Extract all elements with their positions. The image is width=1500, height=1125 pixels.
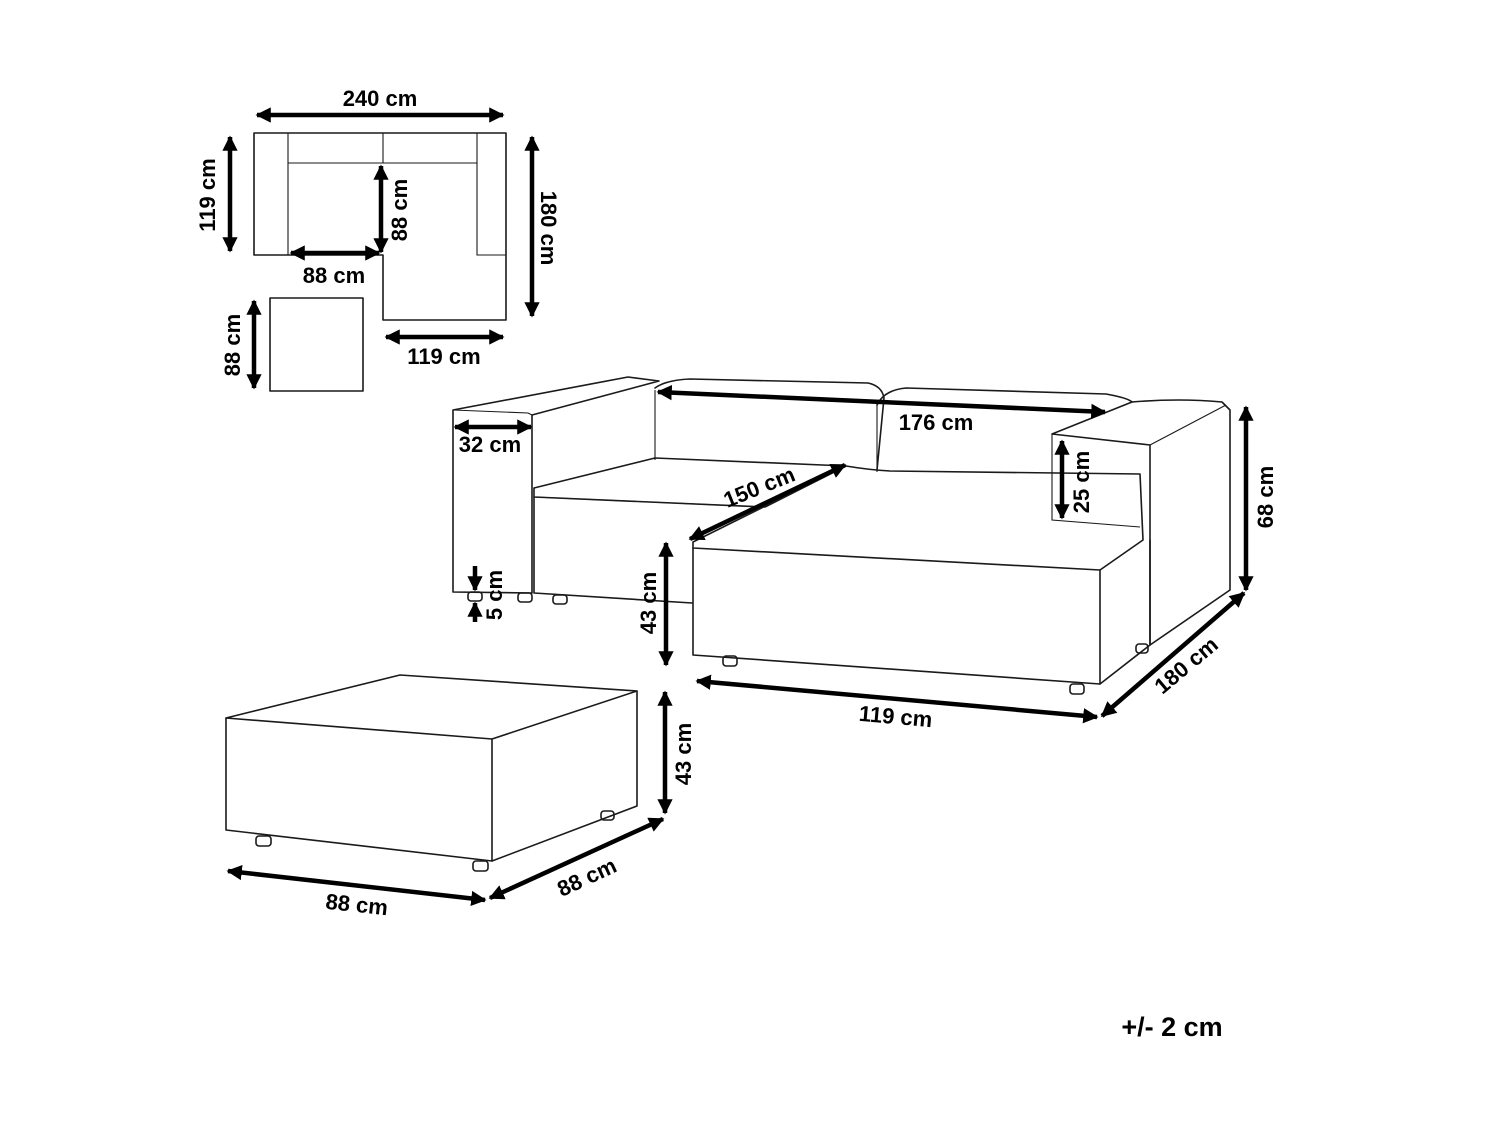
plan-view: 240 cm 119 cm 180 cm 88 cm 88 cm 119 cm …: [195, 86, 561, 392]
label-chaise-width: 119 cm: [858, 701, 933, 732]
sofa-leg: [467, 591, 483, 602]
sofa-seat-front-left: [533, 496, 693, 604]
sofa-chaise-top: [692, 465, 1144, 571]
plan-right-arm: [476, 163, 506, 256]
sofa-left-arm-top-seam: [452, 409, 533, 416]
label-plan-depth-left: 119 cm: [195, 158, 220, 231]
label-plan-seat-depth: 88 cm: [387, 179, 412, 241]
plan-ottoman-outline: [269, 297, 364, 392]
sofa-leg: [552, 594, 568, 605]
ottoman-leg: [255, 835, 272, 847]
label-armrest-width: 32 cm: [459, 432, 521, 457]
dim-150-line: [688, 462, 847, 542]
sofa-seat-cushion-left: [533, 457, 847, 508]
sofa-right-arm: [1051, 399, 1231, 646]
label-ottoman-height: 43 cm: [671, 723, 696, 785]
sofa-chaise-front: [692, 547, 1101, 685]
sofa-right-arm-front: [1051, 434, 1141, 528]
sofa-right-arm-seam: [1149, 404, 1227, 446]
ottoman-side: [491, 690, 638, 862]
label-plan-chaise-width: 119 cm: [407, 344, 480, 369]
ottoman-leg: [472, 860, 489, 872]
sofa-leg: [1069, 683, 1085, 695]
label-plan-depth-right: 180 cm: [536, 191, 561, 266]
label-ottoman-width: 88 cm: [324, 889, 389, 920]
dim-119-sofa-line: [695, 674, 1099, 724]
label-leg-height: 5 cm: [482, 570, 507, 620]
dim-88-ottoman-width-line: [226, 864, 487, 907]
label-back-width: 176 cm: [899, 410, 974, 435]
sofa-left-arm: [452, 376, 660, 594]
label-plan-ottoman-side: 88 cm: [220, 314, 245, 376]
sofa-view: 32 cm 176 cm 150 cm 25 cm 68 cm 5 cm 43 …: [452, 376, 1278, 732]
ottoman-top: [225, 674, 638, 740]
dim-180-sofa-line: [1100, 591, 1246, 718]
ottoman-view: 43 cm 88 cm 88 cm: [225, 674, 696, 920]
label-plan-total-width: 240 cm: [343, 86, 418, 111]
ottoman-front: [225, 717, 493, 862]
label-seat-height: 43 cm: [636, 572, 661, 634]
sofa-chaise-side: [1099, 539, 1151, 685]
label-plan-seat-width: 88 cm: [303, 263, 365, 288]
label-total-height: 68 cm: [1253, 466, 1278, 528]
dim-88-ottoman-depth-line: [488, 816, 665, 901]
sofa-leg: [722, 655, 738, 667]
plan-sofa-outline: [253, 132, 507, 321]
tolerance-note: +/- 2 cm: [1121, 1012, 1222, 1042]
dim-176-line: [656, 384, 1107, 420]
sofa-leg: [517, 592, 533, 603]
label-ottoman-depth: 88 cm: [553, 853, 620, 902]
label-armrest-height: 25 cm: [1069, 451, 1094, 513]
